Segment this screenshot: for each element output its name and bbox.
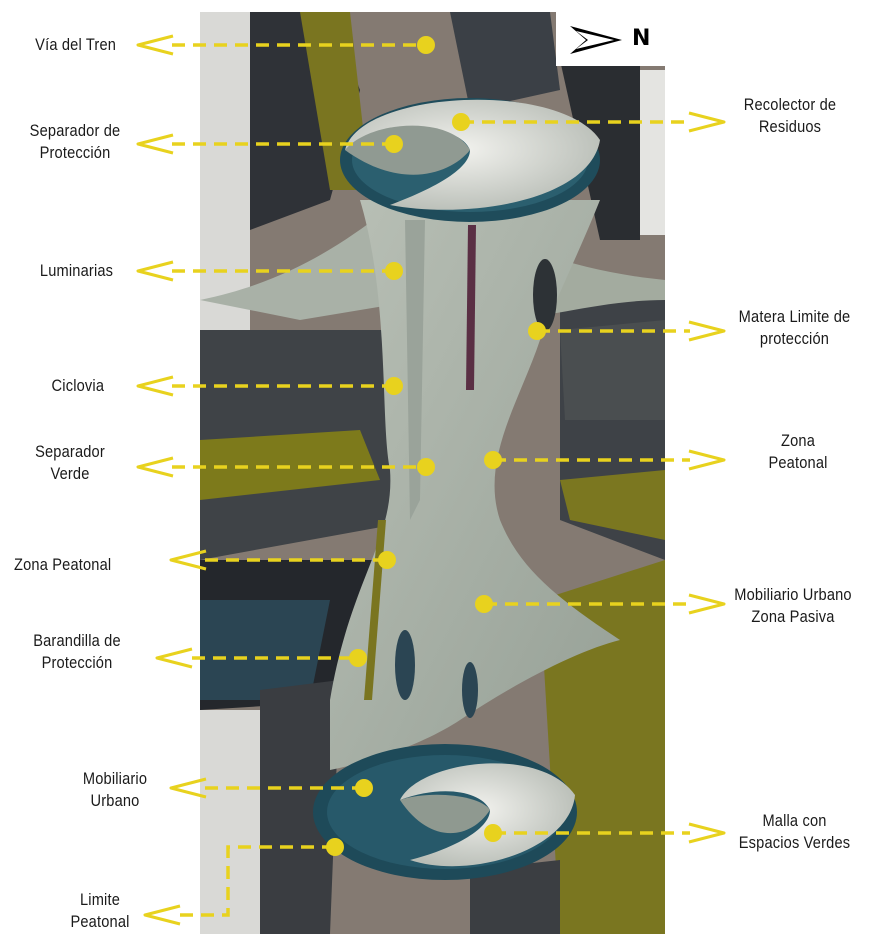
marker-separador-verde xyxy=(417,458,435,476)
marker-zona-peatonal-right xyxy=(484,451,502,469)
callout-arrows-right xyxy=(689,113,724,842)
arrow-icon xyxy=(138,36,173,54)
arrow-icon xyxy=(138,458,173,476)
marker-barandilla xyxy=(349,649,367,667)
arrow-icon xyxy=(157,649,192,667)
arrow-icon xyxy=(138,135,173,153)
arrow-icon xyxy=(145,906,180,924)
label-luminarias: Luminarias xyxy=(40,260,113,282)
north-letter: N xyxy=(632,26,650,52)
arrow-icon xyxy=(689,451,724,469)
arrow-icon xyxy=(689,322,724,340)
label-ciclovia: Ciclovia xyxy=(51,375,104,397)
marker-mobiliario-zona-pasiva xyxy=(475,595,493,613)
marker-recolector-de-residuos xyxy=(452,113,470,131)
marker-zona-peatonal-left xyxy=(378,551,396,569)
marker-luminarias xyxy=(385,262,403,280)
label-via-del-tren: Vía del Tren xyxy=(35,34,116,56)
marker-matera-limite xyxy=(528,322,546,340)
arrow-icon xyxy=(138,377,173,395)
marker-mobiliario-urbano xyxy=(355,779,373,797)
arrow-icon xyxy=(138,262,173,280)
marker-separador-de-proteccion xyxy=(385,135,403,153)
arrow-icon xyxy=(689,824,724,842)
marker-malla xyxy=(484,824,502,842)
marker-limite-peatonal xyxy=(326,838,344,856)
marker-ciclovia xyxy=(385,377,403,395)
label-zona-peatonal-left: Zona Peatonal xyxy=(14,554,111,576)
marker-via-del-tren xyxy=(417,36,435,54)
south-platform xyxy=(313,744,577,880)
arrow-icon xyxy=(689,595,724,613)
arrow-icon xyxy=(689,113,724,131)
north-platform xyxy=(340,98,600,222)
